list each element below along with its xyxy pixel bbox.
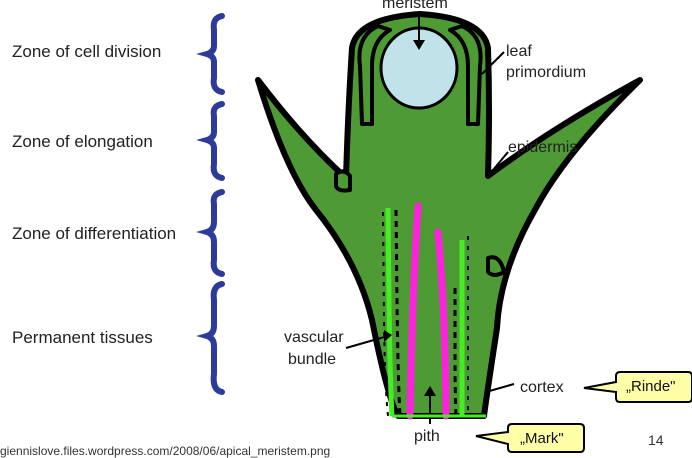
- source-caption: giennislove.files.wordpress.com/2008/06/…: [0, 444, 331, 458]
- rinde-callout-text: „Rinde": [626, 378, 676, 395]
- leaf-primordium-left: [357, 24, 392, 126]
- vascular-bundle-label-line2: bundle: [288, 351, 337, 368]
- zone-label-elongation: Zone of elongation: [12, 132, 153, 151]
- leaf-primordium-pointer: [481, 51, 505, 75]
- vascular-strand-left-1: [385, 207, 395, 417]
- pith-strand-right: [434, 228, 450, 420]
- vascular-bundle-arrowhead: [384, 330, 392, 342]
- vascular-strand-right-2: [453, 288, 458, 417]
- epidermis-label: epidermis: [508, 139, 578, 156]
- vascular-bundle-label-line1: vascular: [284, 329, 344, 346]
- brace-elongation: [196, 101, 225, 181]
- brace-permanent-tissues: [196, 281, 225, 395]
- lower-leaf-right: [486, 255, 506, 277]
- mark-callout-bubble: [475, 423, 585, 453]
- leaf-primordium-label-line1: leaf: [506, 43, 532, 60]
- leaf-primordium-right: [448, 24, 483, 126]
- pith-strand-left: [406, 202, 422, 420]
- zone-label-cell-division: Zone of cell division: [12, 42, 162, 61]
- lower-leaf-left: [334, 169, 352, 193]
- vascular-bundle-pointer: [345, 335, 389, 349]
- pith-label: pith: [414, 428, 440, 445]
- brace-differentiation: [196, 189, 225, 277]
- plant-body: [255, 11, 643, 419]
- brace-cell-division: [196, 13, 225, 95]
- leaf-primordium-label-line2: primordium: [506, 64, 587, 81]
- cortex-label: cortex: [520, 379, 564, 396]
- pith-arrowhead: [424, 386, 436, 396]
- meristem-label: meristem: [382, 0, 448, 12]
- zone-label-differentiation: Zone of differentiation: [12, 224, 177, 243]
- page-number: 14: [648, 432, 664, 448]
- vascular-strand-left-3: [382, 211, 389, 417]
- epidermis-pointer: [487, 151, 509, 177]
- cortex-pointer: [485, 383, 515, 393]
- mark-callout-text: „Mark": [520, 430, 564, 447]
- meristem-arrowhead: [413, 40, 425, 50]
- zone-label-permanent-tissues: Permanent tissues: [12, 328, 153, 347]
